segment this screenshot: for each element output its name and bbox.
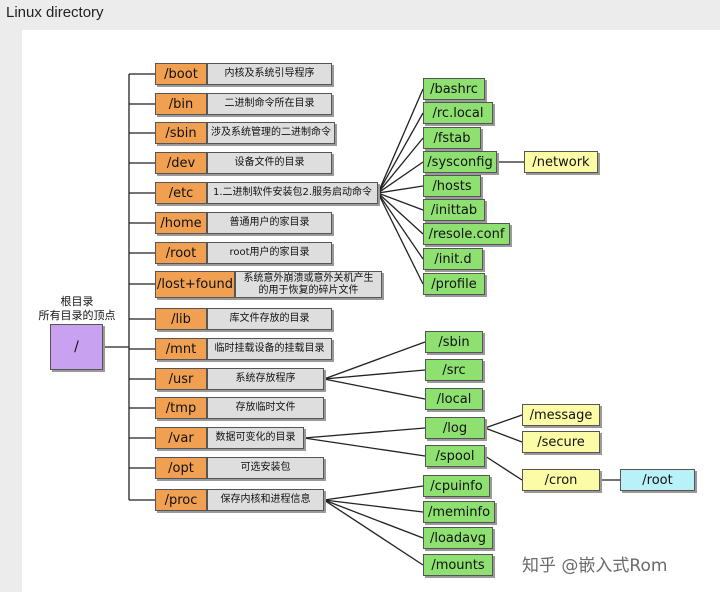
dir-home-desc: 普通用户的家目录 [207, 212, 332, 234]
dir-etc-desc: 1.二进制软件安装包2.服务启动命令 [207, 182, 378, 204]
etc-child-rc-local: /rc.local [423, 102, 493, 124]
dir-root-desc: root用户的家目录 [207, 242, 332, 264]
window-title: Linux directory [6, 4, 104, 21]
spool-child-cron: /cron [522, 469, 600, 491]
etc-child-resole-conf: /resole.conf [423, 223, 510, 245]
dir-tmp: /tmp [155, 397, 207, 419]
cron-child-root: /root [620, 469, 695, 491]
etc-child-sysconfig: /sysconfig [423, 151, 497, 173]
root-caption-line2: 所有目录的顶点 [38, 309, 116, 322]
dir-dev-desc: 设备文件的目录 [207, 152, 332, 174]
root-caption-line1: 根目录 [60, 295, 94, 308]
etc-child-hosts: /hosts [423, 175, 481, 197]
etc-child-fstab: /fstab [423, 127, 481, 149]
watermark: 知乎 @嵌入式Rom [522, 556, 668, 576]
window-titlebar: Linux directory [0, 0, 720, 26]
dir-bin: /bin [155, 93, 207, 115]
root-dir-node: / [50, 324, 103, 370]
etc-child-init-d: /init.d [423, 248, 483, 270]
proc-child-mounts: /mounts [423, 554, 493, 576]
dir-boot-desc: 内核及系统引导程序 [207, 63, 332, 85]
usr-child-src: /src [425, 359, 483, 381]
proc-child-meminfo: /meminfo [423, 501, 495, 523]
proc-child-loadavg: /loadavg [423, 527, 493, 549]
etc-child-inittab: /inittab [423, 199, 485, 221]
dir-lost-found-desc-line1: 系统意外崩溃或意外关机产生 [243, 272, 374, 284]
var-child-spool: /spool [425, 445, 485, 467]
dir-sbin-desc: 涉及系统管理的二进制命令 [207, 122, 335, 144]
etc-child-profile: /profile [423, 273, 485, 295]
dir-var: /var [155, 427, 207, 449]
proc-child-cpuinfo: /cpuinfo [423, 475, 490, 497]
diagram-canvas [22, 30, 720, 592]
root-caption: 根目录 所有目录的顶点 [34, 295, 120, 323]
dir-mnt: /mnt [155, 338, 207, 360]
etc-child-bashrc: /bashrc [423, 78, 485, 100]
dir-dev: /dev [155, 152, 207, 174]
log-child-secure: /secure [522, 431, 600, 453]
dir-var-desc: 数据可变化的目录 [207, 427, 304, 449]
dir-bin-desc: 二进制命令所在目录 [207, 93, 332, 115]
dir-lost-found-desc-line2: 的用于恢复的碎片文件 [258, 284, 359, 296]
dir-boot: /boot [155, 63, 207, 85]
dir-home: /home [155, 212, 207, 234]
dir-root: /root [155, 242, 207, 264]
dir-etc: /etc [155, 182, 207, 204]
dir-opt-desc: 可选安装包 [207, 457, 324, 479]
dir-opt: /opt [155, 457, 207, 479]
dir-mnt-desc: 临时挂载设备的挂载目录 [207, 338, 332, 360]
usr-child-local: /local [425, 388, 483, 410]
dir-lost-found-desc: 系统意外崩溃或意外关机产生 的用于恢复的碎片文件 [235, 271, 382, 298]
dir-proc-desc: 保存内核和进程信息 [207, 489, 324, 511]
dir-sbin: /sbin [155, 122, 207, 144]
var-child-log: /log [425, 417, 485, 439]
dir-tmp-desc: 存放临时文件 [207, 397, 324, 419]
log-child-message: /message [522, 404, 600, 426]
sysconfig-child-network: /network [524, 151, 598, 173]
dir-lib-desc: 库文件存放的目录 [207, 308, 332, 330]
dir-lost-found: /lost+found [155, 271, 235, 298]
dir-usr: /usr [155, 368, 207, 390]
dir-lib: /lib [155, 308, 207, 330]
usr-child-sbin: /sbin [425, 331, 483, 353]
dir-usr-desc: 系统存放程序 [207, 368, 324, 390]
dir-proc: /proc [155, 489, 207, 511]
